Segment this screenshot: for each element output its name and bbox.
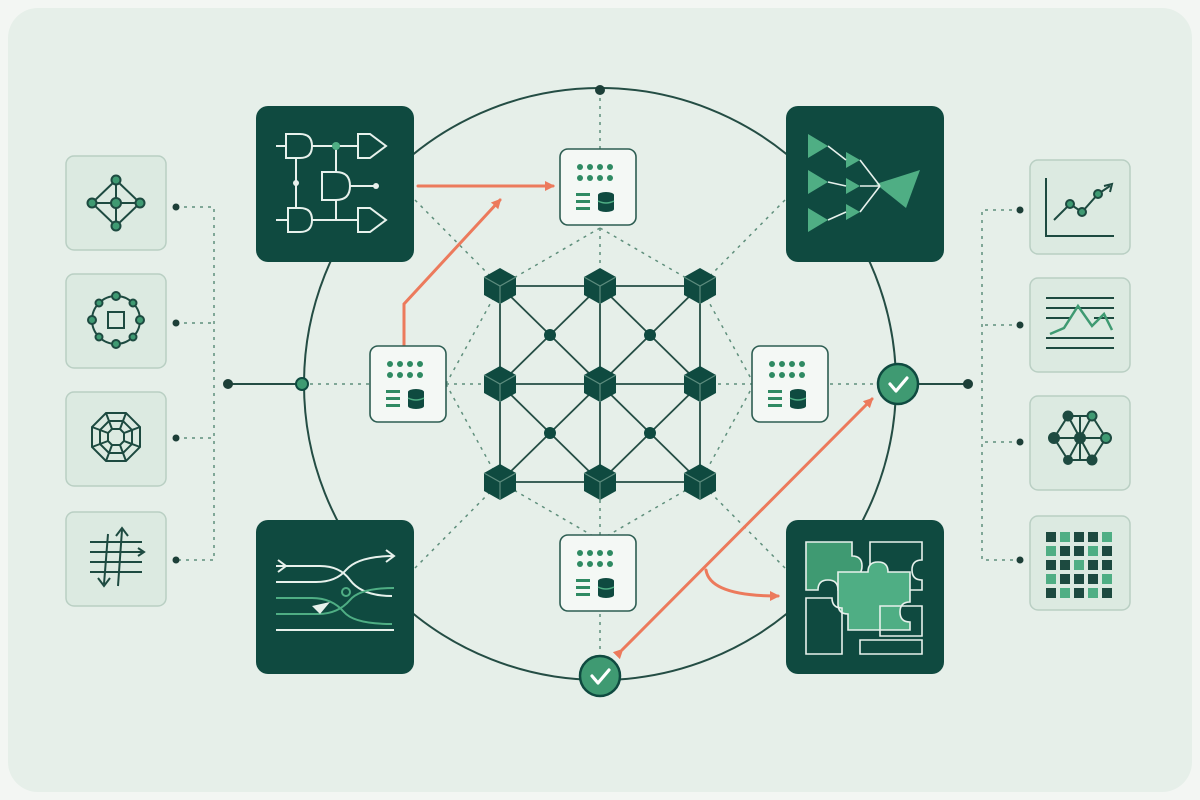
data-card-bottom[interactable] — [559, 534, 637, 612]
left-icon-tile-1[interactable] — [65, 155, 167, 251]
grid-matrix-icon — [1046, 532, 1112, 598]
grid-matrix-cell — [1088, 560, 1098, 570]
lattice-junction-dot — [544, 329, 556, 341]
grid-matrix-cell — [1088, 574, 1098, 584]
sorting-arrows-icon — [90, 526, 146, 588]
network-node-icon — [86, 174, 146, 232]
circular-graph-icon — [87, 291, 145, 349]
grid-matrix-cell — [1046, 588, 1056, 598]
feature-tile-triangles[interactable] — [786, 106, 944, 262]
top-anchor-node — [595, 85, 605, 95]
grid-matrix-cell — [1102, 588, 1112, 598]
right-icon-tile-3[interactable] — [1029, 395, 1131, 491]
right-icon-tile-2[interactable] — [1029, 277, 1131, 373]
right-icon-tile-1[interactable] — [1029, 159, 1131, 255]
lattice-junction-dot — [544, 427, 556, 439]
grid-matrix-cell — [1088, 532, 1098, 542]
grid-matrix-cell — [1060, 546, 1070, 556]
grid-matrix-cell — [1102, 574, 1112, 584]
feature-tile-puzzle[interactable] — [786, 520, 944, 674]
grid-matrix-cell — [1060, 574, 1070, 584]
lattice-junction-dot — [644, 329, 656, 341]
check-marker-bottom — [578, 654, 622, 698]
grid-matrix-cell — [1060, 532, 1070, 542]
right-icon-tile-4[interactable] — [1029, 515, 1131, 611]
orange-arrows — [402, 181, 874, 660]
flow-lines-icon — [276, 549, 396, 631]
feature-tile-flow[interactable] — [256, 520, 414, 674]
grid-matrix-cell — [1074, 560, 1084, 570]
arrow-bidirectional — [612, 397, 874, 660]
data-card-top[interactable] — [559, 148, 637, 226]
grid-matrix-cell — [1046, 546, 1056, 556]
left-connectors — [176, 206, 215, 561]
grid-matrix-cell — [1088, 588, 1098, 598]
arrow-card-to-top — [402, 198, 502, 348]
grid-matrix-cell — [1074, 588, 1084, 598]
data-card-left[interactable] — [369, 345, 447, 423]
puzzle-pieces-icon — [805, 541, 923, 655]
grid-matrix-cell — [1088, 546, 1098, 556]
arrow-to-puzzle — [704, 568, 780, 601]
converging-triangles-icon — [808, 134, 920, 232]
grid-matrix-cell — [1102, 532, 1112, 542]
left-icon-tile-2[interactable] — [65, 273, 167, 369]
grid-matrix-cell — [1102, 560, 1112, 570]
grid-matrix-cell — [1074, 574, 1084, 584]
check-marker-right — [876, 362, 920, 406]
left-junction-node — [295, 377, 309, 391]
grid-matrix-cell — [1074, 546, 1084, 556]
octagon-layers-icon — [91, 412, 141, 462]
grid-matrix-cell — [1060, 588, 1070, 598]
left-icon-tile-3[interactable] — [65, 391, 167, 487]
left-icon-tile-4[interactable] — [65, 511, 167, 607]
feature-tile-logic[interactable] — [256, 106, 414, 262]
line-chart-icon — [1045, 178, 1114, 237]
right-connectors — [981, 209, 1020, 561]
grid-matrix-cell — [1046, 574, 1056, 584]
waveform-chart-icon — [1046, 297, 1114, 349]
data-card-right[interactable] — [751, 345, 829, 423]
grid-matrix-cell — [1074, 532, 1084, 542]
grid-matrix-cell — [1046, 532, 1056, 542]
lattice-junction-dot — [644, 427, 656, 439]
grid-matrix-cell — [1102, 546, 1112, 556]
grid-matrix-cell — [1046, 560, 1056, 570]
logic-gates-icon — [276, 133, 388, 233]
grid-matrix-cell — [1060, 560, 1070, 570]
node-graph-icon — [1048, 410, 1112, 466]
